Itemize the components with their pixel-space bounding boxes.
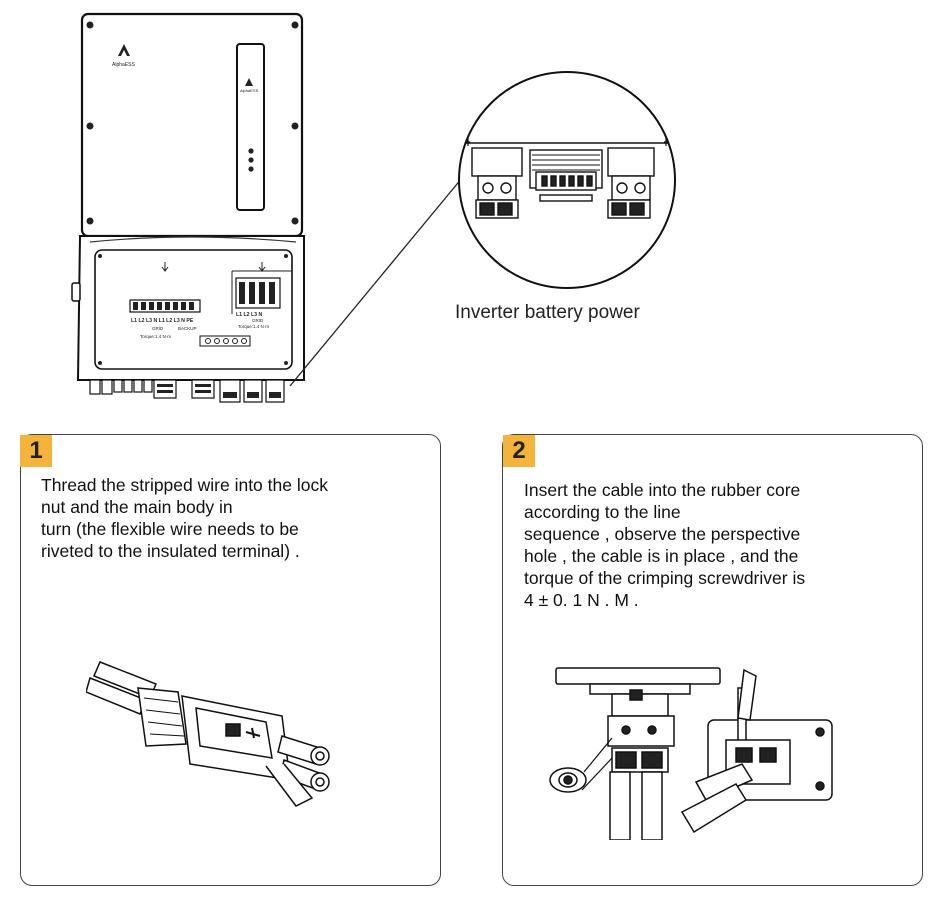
svg-text:GRID: GRID bbox=[152, 326, 164, 331]
step-2-text: Insert the cable into the rubber core ac… bbox=[524, 480, 806, 610]
zoom-detail bbox=[458, 71, 676, 289]
inverter-unit: AlphaESS AlphaESS L1 L2 bbox=[71, 12, 305, 403]
crimping-illustration bbox=[549, 667, 833, 840]
svg-text:Torque:1.4 N·m: Torque:1.4 N·m bbox=[238, 324, 269, 329]
eye-icon bbox=[549, 767, 587, 793]
step-1-text: Thread the stripped wire into the lock n… bbox=[41, 475, 328, 561]
brand-logo-icon bbox=[118, 44, 130, 56]
callout-line bbox=[289, 177, 463, 387]
step-2-panel bbox=[502, 434, 923, 886]
mc4-connector-illustration bbox=[86, 661, 330, 807]
brand-label: AlphaESS bbox=[112, 62, 135, 68]
svg-text:AlphaESS: AlphaESS bbox=[240, 88, 259, 93]
figure-caption: Inverter battery power bbox=[455, 302, 640, 323]
battery-terminal: L1 L2 L3 N GRID Torque:1.4 N·m bbox=[235, 277, 281, 329]
svg-text:Torque:1.4 N·m: Torque:1.4 N·m bbox=[140, 334, 171, 339]
step-1-panel bbox=[20, 434, 441, 886]
svg-text:L1 L2 L3 N L1 L2 L3 N PE: L1 L2 L3 N L1 L2 L3 N PE bbox=[131, 318, 194, 324]
step-2-badge: 2 bbox=[503, 435, 535, 467]
svg-text:GRID: GRID bbox=[252, 318, 264, 323]
step-1-badge: 1 bbox=[20, 435, 52, 467]
inverter-diagram: AlphaESS AlphaESS L1 L2 bbox=[71, 12, 676, 403]
grid-backup-terminal: L1 L2 L3 N L1 L2 L3 N PE GRID BACKUP Tor… bbox=[129, 299, 201, 339]
svg-text:L1 L2 L3 N: L1 L2 L3 N bbox=[236, 312, 262, 318]
bottom-connectors bbox=[89, 379, 285, 403]
svg-text:BACKUP: BACKUP bbox=[178, 326, 197, 331]
